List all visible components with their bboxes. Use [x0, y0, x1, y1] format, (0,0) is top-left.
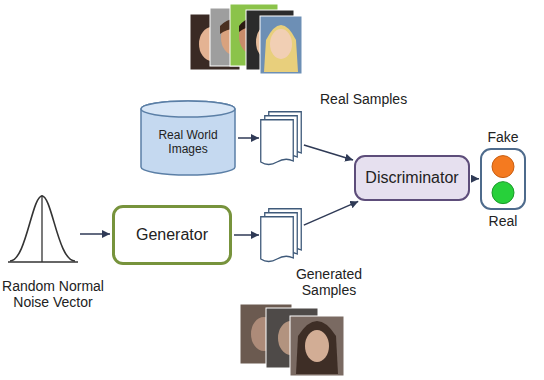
generator-box: Generator [112, 205, 232, 265]
output-light: FakeReal [480, 148, 526, 210]
node-label: Generated Samples [288, 266, 370, 298]
sample-stack: Real Samples [260, 111, 302, 165]
node-label: Discriminator [365, 169, 458, 187]
page-stack-outline [260, 111, 302, 165]
connector-arrow [238, 137, 259, 139]
database-cylinder: Real World Images [140, 100, 236, 176]
sample-stack: Generated Samples [260, 208, 302, 262]
node-label: Real [470, 213, 536, 229]
node-label: Real World Images [151, 129, 225, 157]
real-photos [190, 4, 302, 74]
connector-arrow [234, 234, 259, 236]
discriminator-box: Discriminator [354, 155, 470, 201]
node-label: Generator [136, 226, 208, 244]
connector-arrow [304, 201, 358, 225]
noise-arrow [80, 233, 110, 235]
generated-photos [240, 304, 344, 376]
caption-label: Random Normal Noise Vector [0, 278, 106, 310]
gaussian-curve [8, 195, 78, 262]
page-stack-outline [260, 208, 302, 262]
node-label: Fake [470, 129, 536, 145]
node-label: Real Samples [320, 91, 420, 107]
connector-arrow [304, 145, 353, 160]
connector-arrow [472, 178, 479, 180]
light-outline [480, 148, 526, 210]
